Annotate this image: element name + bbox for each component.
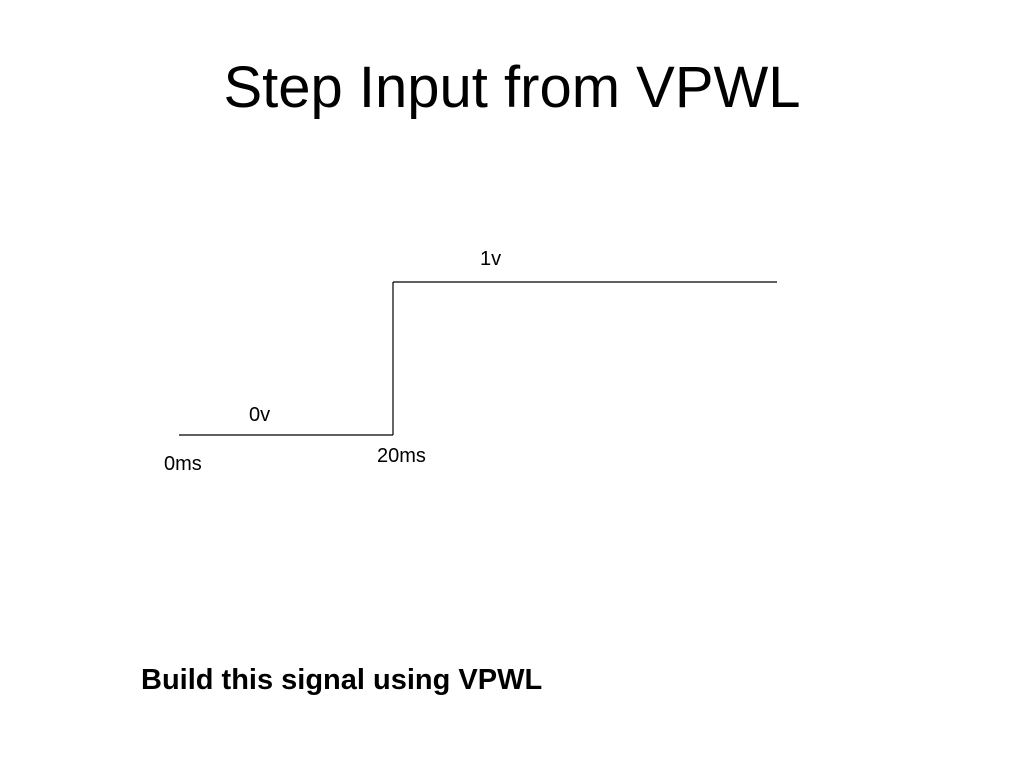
instruction-text: Build this signal using VPWL xyxy=(141,664,543,696)
low-level-label: 0v xyxy=(249,404,271,426)
step-time-label: 20ms xyxy=(377,445,426,467)
slide-title: Step Input from VPWL xyxy=(223,55,801,120)
high-level-label: 1v xyxy=(480,248,502,270)
start-time-label: 0ms xyxy=(164,453,202,475)
